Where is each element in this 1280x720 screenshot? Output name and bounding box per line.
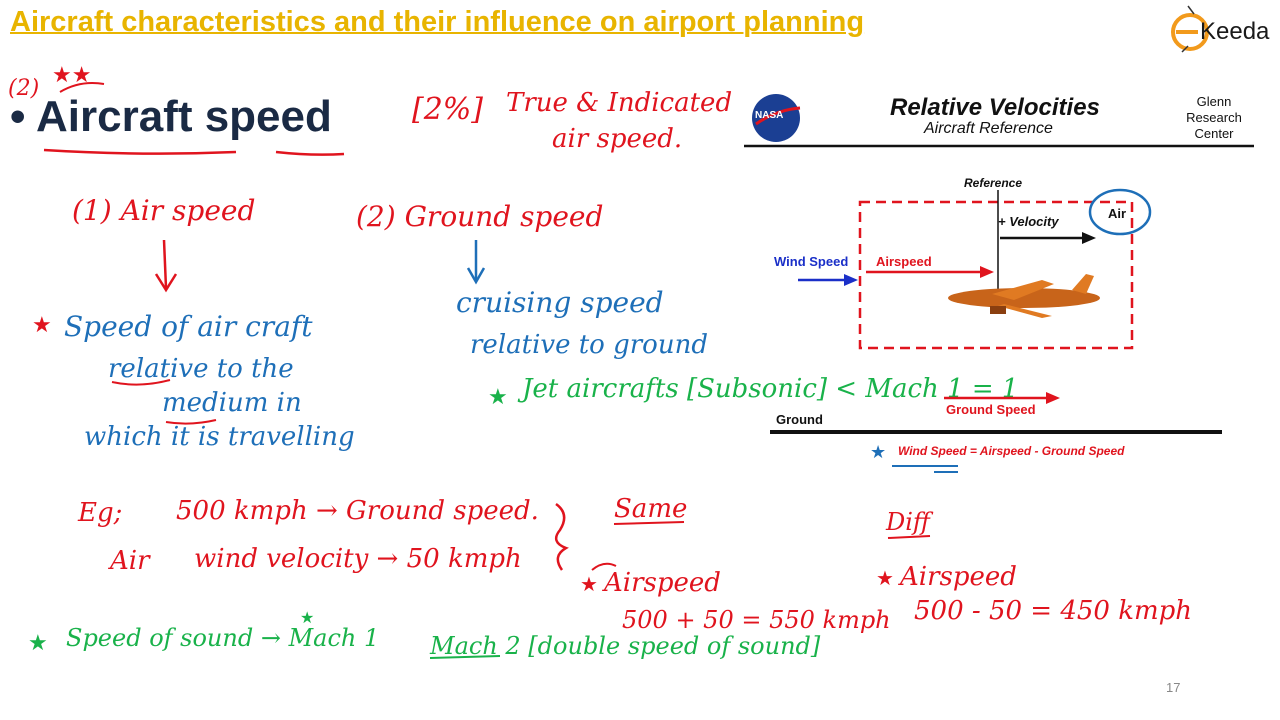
section-heading: • Aircraft speed [10, 92, 332, 141]
ekeeda-logo-icon [1171, 5, 1209, 53]
diff-calc: 500 - 50 = 450 kmph [914, 596, 1193, 626]
air-speed-def-line3: medium in [162, 388, 302, 418]
center-name: Glenn Research Center [1182, 94, 1246, 142]
star-icon: ★ [580, 574, 598, 596]
velocity-equation: Wind Speed = Airspeed - Ground Speed [898, 444, 1125, 458]
sound-line: Speed of sound → Mach 1 [66, 624, 380, 652]
star-icon: ★ [300, 610, 315, 627]
ground-speed-label-diagram: Ground Speed [946, 402, 1036, 417]
same-label: Same [614, 494, 688, 524]
eg-label: Eg; [78, 498, 123, 528]
ground-label: Ground [776, 412, 823, 427]
ground-speed-def-line2: relative to ground [470, 330, 708, 360]
slide-title: Aircraft characteristics and their influ… [10, 6, 865, 38]
section-number: (2) [8, 76, 40, 101]
star-icon: ★ [32, 312, 52, 337]
center-line2: Research [1186, 110, 1242, 125]
air-speed-def-line1: Speed of air craft [64, 310, 313, 343]
ekeeda-logo: Keeda [1168, 2, 1278, 60]
star-icon: ★ [488, 384, 508, 409]
ground-speed-def-line1: cruising speed [456, 286, 664, 319]
same-airspeed-label: Airspeed [604, 568, 721, 598]
star-icon: ★ [870, 442, 887, 462]
diff-label: Diff [886, 508, 930, 536]
jet-note: Jet aircrafts [Subsonic] < Mach 1 = 1 [522, 374, 1019, 404]
ground-speed-label: (2) Ground speed [356, 200, 604, 233]
velocity-label: + Velocity [998, 214, 1059, 229]
reference-label: Reference [964, 176, 1023, 190]
note-line2: air speed. [552, 124, 683, 154]
air-speed-def-line2: relative to the [108, 354, 294, 384]
star-icon: ★ [876, 568, 894, 590]
diagram-title: Relative Velocities [890, 94, 1100, 121]
wind-speed-label: Wind Speed [774, 254, 849, 269]
diagram-subtitle: Aircraft Reference [924, 120, 1053, 137]
airspeed-label: Airspeed [876, 254, 932, 269]
nasa-label: NASA [755, 110, 784, 121]
center-line3: Center [1194, 126, 1234, 141]
example-line2: wind velocity → 50 kmph [194, 544, 522, 574]
air-label: Air [1108, 206, 1127, 221]
nasa-logo-icon [752, 94, 801, 142]
center-line1: Glenn [1196, 94, 1232, 109]
logo-text: Keeda [1200, 18, 1270, 45]
example-air-label: Air [110, 546, 150, 576]
diagram-graphics [744, 94, 1254, 434]
same-calc: 500 + 50 = 550 kmph [622, 606, 891, 634]
air-speed-label: (1) Air speed [72, 194, 256, 227]
air-speed-def-line4: which it is travelling [84, 422, 355, 452]
diff-airspeed-label: Airspeed [900, 562, 1017, 592]
relative-velocities-diagram: NASA Relative Velocities Aircraft Refere… [742, 90, 1262, 470]
star-icon: ★ [28, 630, 48, 655]
mach2-line: Mach 2 [double speed of sound] [430, 632, 821, 660]
note-line1: True & Indicated [506, 88, 733, 118]
page-number: 17 [1166, 680, 1181, 695]
example-line1: 500 kmph → Ground speed. [176, 496, 539, 526]
airplane-icon [948, 274, 1100, 318]
marks-label: [2%] [412, 92, 484, 127]
